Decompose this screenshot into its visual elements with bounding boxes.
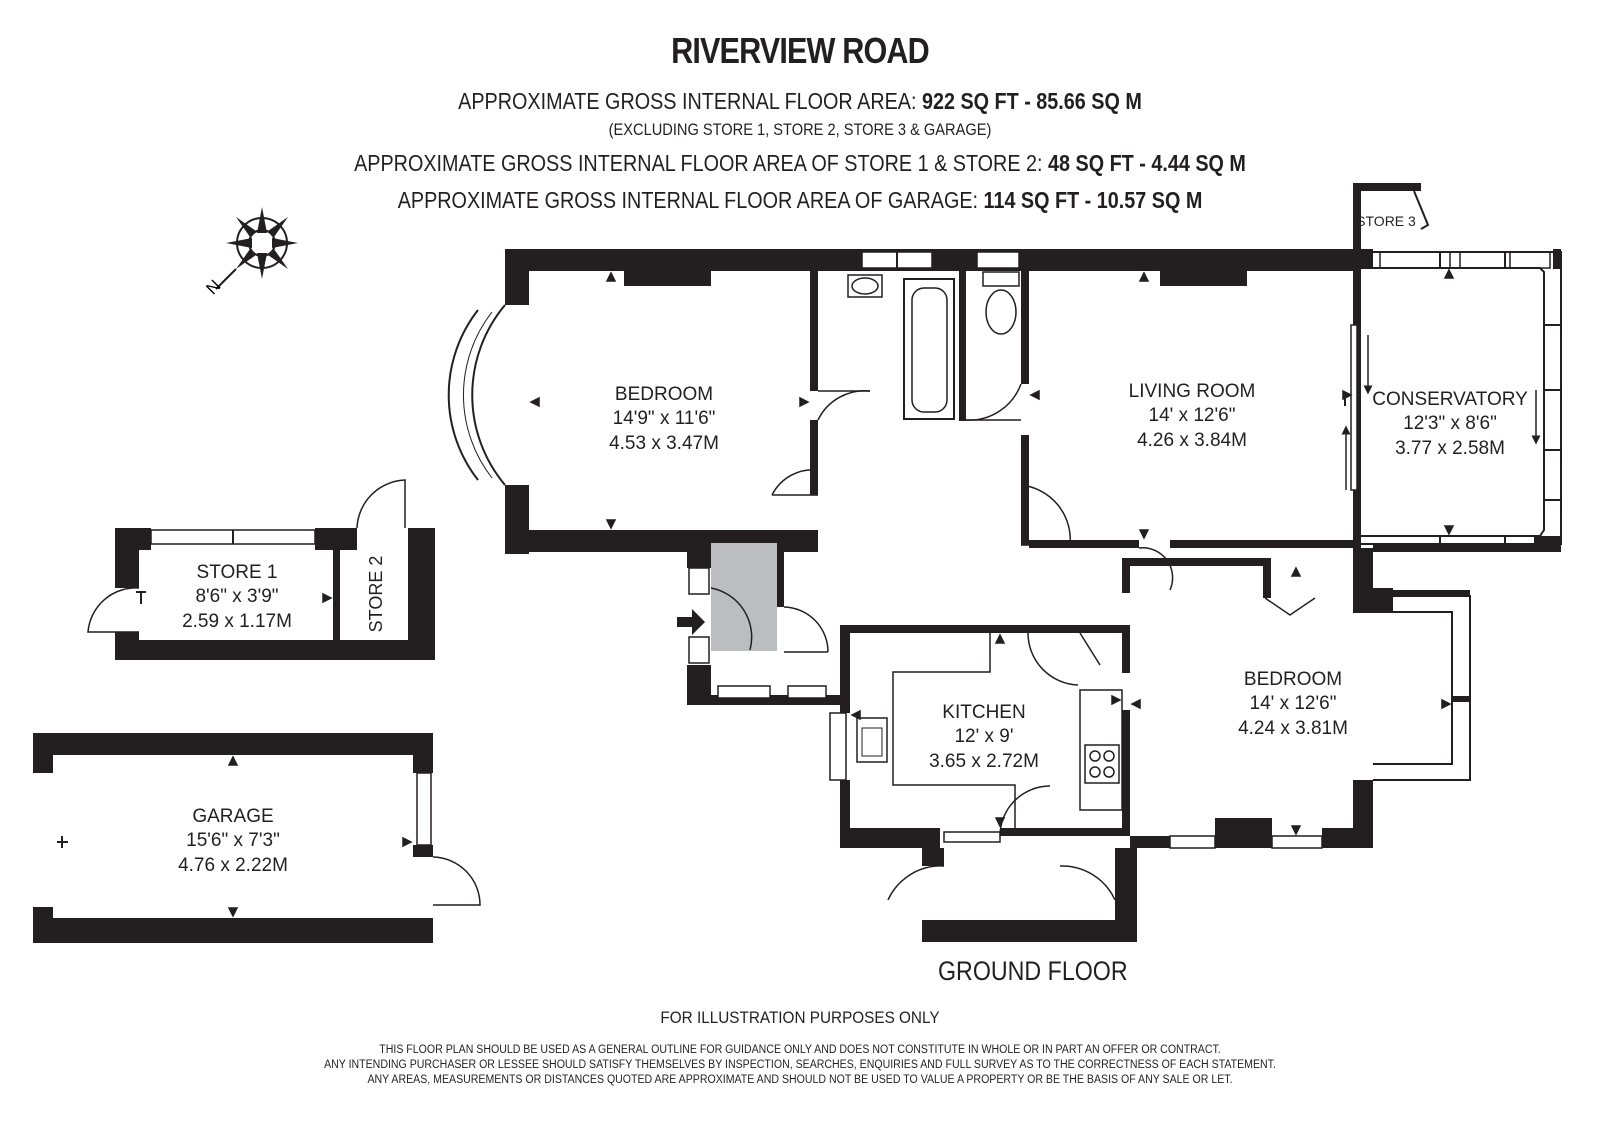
svg-text:14'9" x 11'6": 14'9" x 11'6" xyxy=(613,408,716,429)
gross-area-value: 922 SQ FT - 85.66 SQ M xyxy=(921,88,1142,114)
room-label-bedroom2: BEDROOM 14' x 12'6" 4.24 x 3.81M xyxy=(1238,669,1348,739)
store-area-value: 48 SQ FT - 4.44 SQ M xyxy=(1048,150,1246,176)
garage-area-value: 114 SQ FT - 10.57 SQ M xyxy=(983,187,1203,213)
room-label-store2: STORE 2 xyxy=(366,556,386,633)
entrance-hall xyxy=(711,543,777,651)
svg-text:2.59 x 1.17M: 2.59 x 1.17M xyxy=(182,611,292,632)
svg-text:BEDROOM: BEDROOM xyxy=(615,384,713,405)
svg-text:8'6" x 3'9": 8'6" x 3'9" xyxy=(195,586,278,607)
svg-text:3.65 x 2.72M: 3.65 x 2.72M xyxy=(929,751,1039,772)
kitchen-units xyxy=(892,633,1123,828)
basin-icon xyxy=(847,274,883,298)
room-label-kitchen: KITCHEN 12' x 9' 3.65 x 2.72M xyxy=(929,702,1039,772)
svg-text:4.24 x 3.81M: 4.24 x 3.81M xyxy=(1238,718,1348,739)
svg-text:STORE 1: STORE 1 xyxy=(197,562,278,583)
room-label-living: LIVING ROOM 14' x 12'6" 4.26 x 3.84M xyxy=(1129,381,1256,451)
svg-text:LIVING ROOM: LIVING ROOM xyxy=(1129,381,1256,402)
page-title: RIVERVIEW ROAD xyxy=(671,30,930,71)
store-walls xyxy=(115,528,435,660)
disclaimer: THIS FLOOR PLAN SHOULD BE USED AS A GENE… xyxy=(64,1043,1536,1088)
svg-text:12'3" x 8'6": 12'3" x 8'6" xyxy=(1403,413,1497,434)
svg-text:3.77 x 2.58M: 3.77 x 2.58M xyxy=(1395,438,1505,459)
svg-text:CONSERVATORY: CONSERVATORY xyxy=(1372,389,1528,410)
svg-text:BEDROOM: BEDROOM xyxy=(1244,669,1342,690)
bay-window xyxy=(471,304,506,486)
bedroom2-bay-window xyxy=(1373,595,1471,781)
store-area-line: APPROXIMATE GROSS INTERNAL FLOOR AREA OF… xyxy=(112,150,1488,177)
svg-text:12' x 9': 12' x 9' xyxy=(954,726,1013,747)
svg-text:4.53 x 3.47M: 4.53 x 3.47M xyxy=(609,433,719,454)
disclaimer-line-2: ANY INTENDING PURCHASER OR LESSEE SHOULD… xyxy=(324,1059,1276,1071)
svg-text:14' x 12'6": 14' x 12'6" xyxy=(1250,693,1337,714)
disclaimer-line-3: ANY AREAS, MEASUREMENTS OR DISTANCES QUO… xyxy=(367,1074,1233,1086)
measurement-ticks xyxy=(227,268,1455,918)
svg-text:KITCHEN: KITCHEN xyxy=(942,702,1025,723)
gross-area-line: APPROXIMATE GROSS INTERNAL FLOOR AREA: 9… xyxy=(112,88,1488,115)
garage-area-label: APPROXIMATE GROSS INTERNAL FLOOR AREA OF… xyxy=(397,187,979,213)
store-area-label: APPROXIMATE GROSS INTERNAL FLOOR AREA OF… xyxy=(354,150,1043,176)
illustration-note: FOR ILLUSTRATION PURPOSES ONLY xyxy=(660,1008,940,1027)
sink-icon xyxy=(856,717,888,763)
floor-label: GROUND FLOOR xyxy=(938,956,1128,986)
svg-text:4.76 x 2.22M: 4.76 x 2.22M xyxy=(178,855,288,876)
hob-icon xyxy=(1084,744,1120,784)
door-swings xyxy=(771,383,1316,901)
room-label-garage: GARAGE 15'6" x 7'3" 4.76 x 2.22M xyxy=(178,806,288,876)
garage-walls xyxy=(33,733,433,943)
exclusion-note: (EXCLUDING STORE 1, STORE 2, STORE 3 & G… xyxy=(608,120,992,139)
garage-area-line: APPROXIMATE GROSS INTERNAL FLOOR AREA OF… xyxy=(112,187,1488,214)
room-label-conservatory: CONSERVATORY 12'3" x 8'6" 3.77 x 2.58M xyxy=(1372,389,1528,459)
svg-text:15'6" x 7'3": 15'6" x 7'3" xyxy=(186,830,280,851)
house-walls xyxy=(505,183,1561,942)
toilet-icon xyxy=(982,271,1020,335)
disclaimer-line-1: THIS FLOOR PLAN SHOULD BE USED AS A GENE… xyxy=(379,1044,1221,1056)
room-label-bedroom1: BEDROOM 14'9" x 11'6" 4.53 x 3.47M xyxy=(609,384,719,454)
svg-text:GARAGE: GARAGE xyxy=(192,806,273,827)
compass-north-label: N xyxy=(202,276,224,298)
svg-text:14' x 12'6": 14' x 12'6" xyxy=(1149,405,1236,426)
gross-area-label: APPROXIMATE GROSS INTERNAL FLOOR AREA: xyxy=(458,88,917,114)
entrance-arrow-icon xyxy=(677,609,705,635)
room-label-store3: STORE 3 xyxy=(1356,213,1416,229)
compass-rose-icon xyxy=(215,207,298,290)
svg-text:4.26 x 3.84M: 4.26 x 3.84M xyxy=(1137,430,1247,451)
room-label-store1: STORE 1 8'6" x 3'9" 2.59 x 1.17M xyxy=(182,562,292,632)
